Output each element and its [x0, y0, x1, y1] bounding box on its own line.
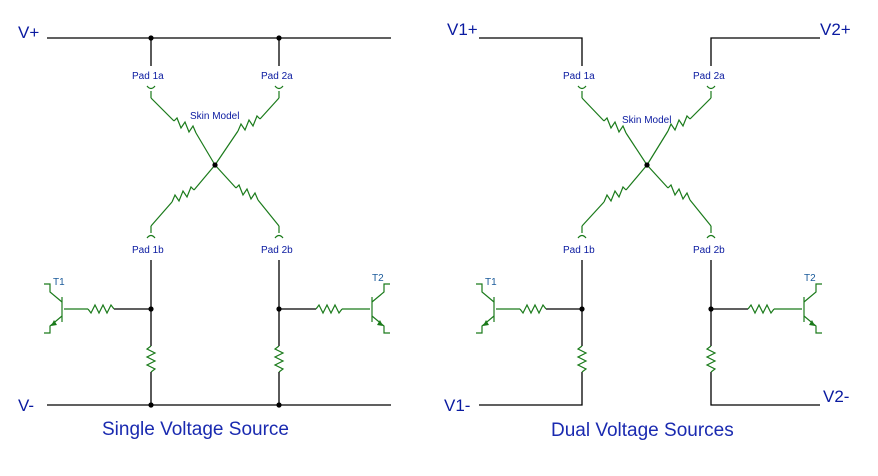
skin-wire [259, 97, 280, 120]
pad-2a-label: Pad 2a [693, 71, 725, 82]
t2-label: T2 [804, 273, 816, 284]
v1-plus-rail [479, 37, 583, 66]
t1-label: T1 [53, 277, 65, 288]
skin-wire [195, 132, 216, 166]
skin-center-node [212, 162, 218, 168]
pad-1a-connector [146, 85, 156, 98]
t1-label: T1 [485, 277, 497, 288]
bottom-resistor-right [273, 345, 285, 373]
v-plus-label: V+ [18, 23, 39, 42]
pad-2a-label: Pad 2a [261, 71, 293, 82]
t2-base-resistor [747, 303, 775, 315]
transistor-t2 [803, 283, 822, 334]
pad-2a-connector [274, 85, 284, 98]
skin-wire [689, 199, 712, 227]
skin-wire [625, 164, 648, 191]
v2-minus-rail [710, 372, 820, 406]
skin-wire [646, 164, 669, 189]
v1-minus-label: V1- [444, 396, 470, 415]
single-source-circuit: V+ V- Pad 1a Pad 2a Pad 1b Pad 2b Skin M… [18, 23, 391, 440]
bottom-resistor-right [705, 345, 717, 373]
transistor-t1 [44, 283, 63, 334]
v2-plus-label: V2+ [820, 20, 851, 39]
bottom-resistor-left [145, 345, 157, 373]
pad-1a-label: Pad 1a [132, 71, 164, 82]
skin-wire [214, 164, 237, 189]
transistor-t1 [476, 283, 495, 334]
pad-2b-label: Pad 2b [693, 245, 725, 256]
skin-wire [214, 130, 239, 166]
dual-source-circuit: V1+ V2+ V1- V2- Pad 1a Pad 2a Pad 1b Pad… [444, 20, 851, 441]
pad-2b-connector [274, 226, 284, 239]
skin-wire [581, 97, 605, 122]
transistor-t2 [371, 283, 390, 334]
skin-resistor-2a [237, 114, 261, 132]
skin-wire [646, 130, 669, 166]
t2-base-resistor [315, 303, 343, 315]
skin-model-label: Skin Model [622, 115, 671, 126]
pad-1b-connector [146, 226, 156, 239]
t1-base-resistor [87, 303, 115, 315]
v-minus-label: V- [18, 396, 34, 415]
dual-source-caption: Dual Voltage Sources [551, 420, 734, 441]
pad-1b-label: Pad 1b [132, 245, 164, 256]
pad-1a-connector [577, 85, 587, 98]
skin-center-node [644, 162, 650, 168]
skin-resistor-1b [171, 185, 195, 203]
pad-1b-connector [577, 226, 587, 239]
skin-wire [689, 97, 712, 120]
t1-base-resistor [519, 303, 547, 315]
skin-wire [625, 132, 648, 166]
skin-resistor-2b [667, 183, 691, 201]
skin-wire [150, 97, 175, 122]
skin-resistor-1b [603, 185, 627, 203]
skin-resistor-1a [173, 116, 197, 134]
skin-resistor-2a [667, 114, 691, 132]
skin-wire [193, 164, 216, 191]
v1-plus-label: V1+ [447, 20, 478, 39]
pad-2a-connector [706, 85, 716, 98]
skin-wire [581, 201, 605, 227]
t2-label: T2 [372, 273, 384, 284]
v1-minus-rail [479, 372, 583, 406]
pad-1b-label: Pad 1b [563, 245, 595, 256]
skin-wire [257, 199, 280, 227]
pad-1a-label: Pad 1a [563, 71, 595, 82]
v2-plus-rail [710, 37, 820, 66]
skin-resistor-2b [235, 183, 259, 201]
single-source-caption: Single Voltage Source [102, 419, 289, 440]
pad-2b-label: Pad 2b [261, 245, 293, 256]
v2-minus-label: V2- [823, 387, 849, 406]
bottom-resistor-left [576, 345, 588, 373]
skin-resistor-1a [603, 116, 627, 134]
pad-2b-connector [706, 226, 716, 239]
skin-model-label: Skin Model [190, 111, 239, 122]
skin-wire [150, 201, 173, 227]
